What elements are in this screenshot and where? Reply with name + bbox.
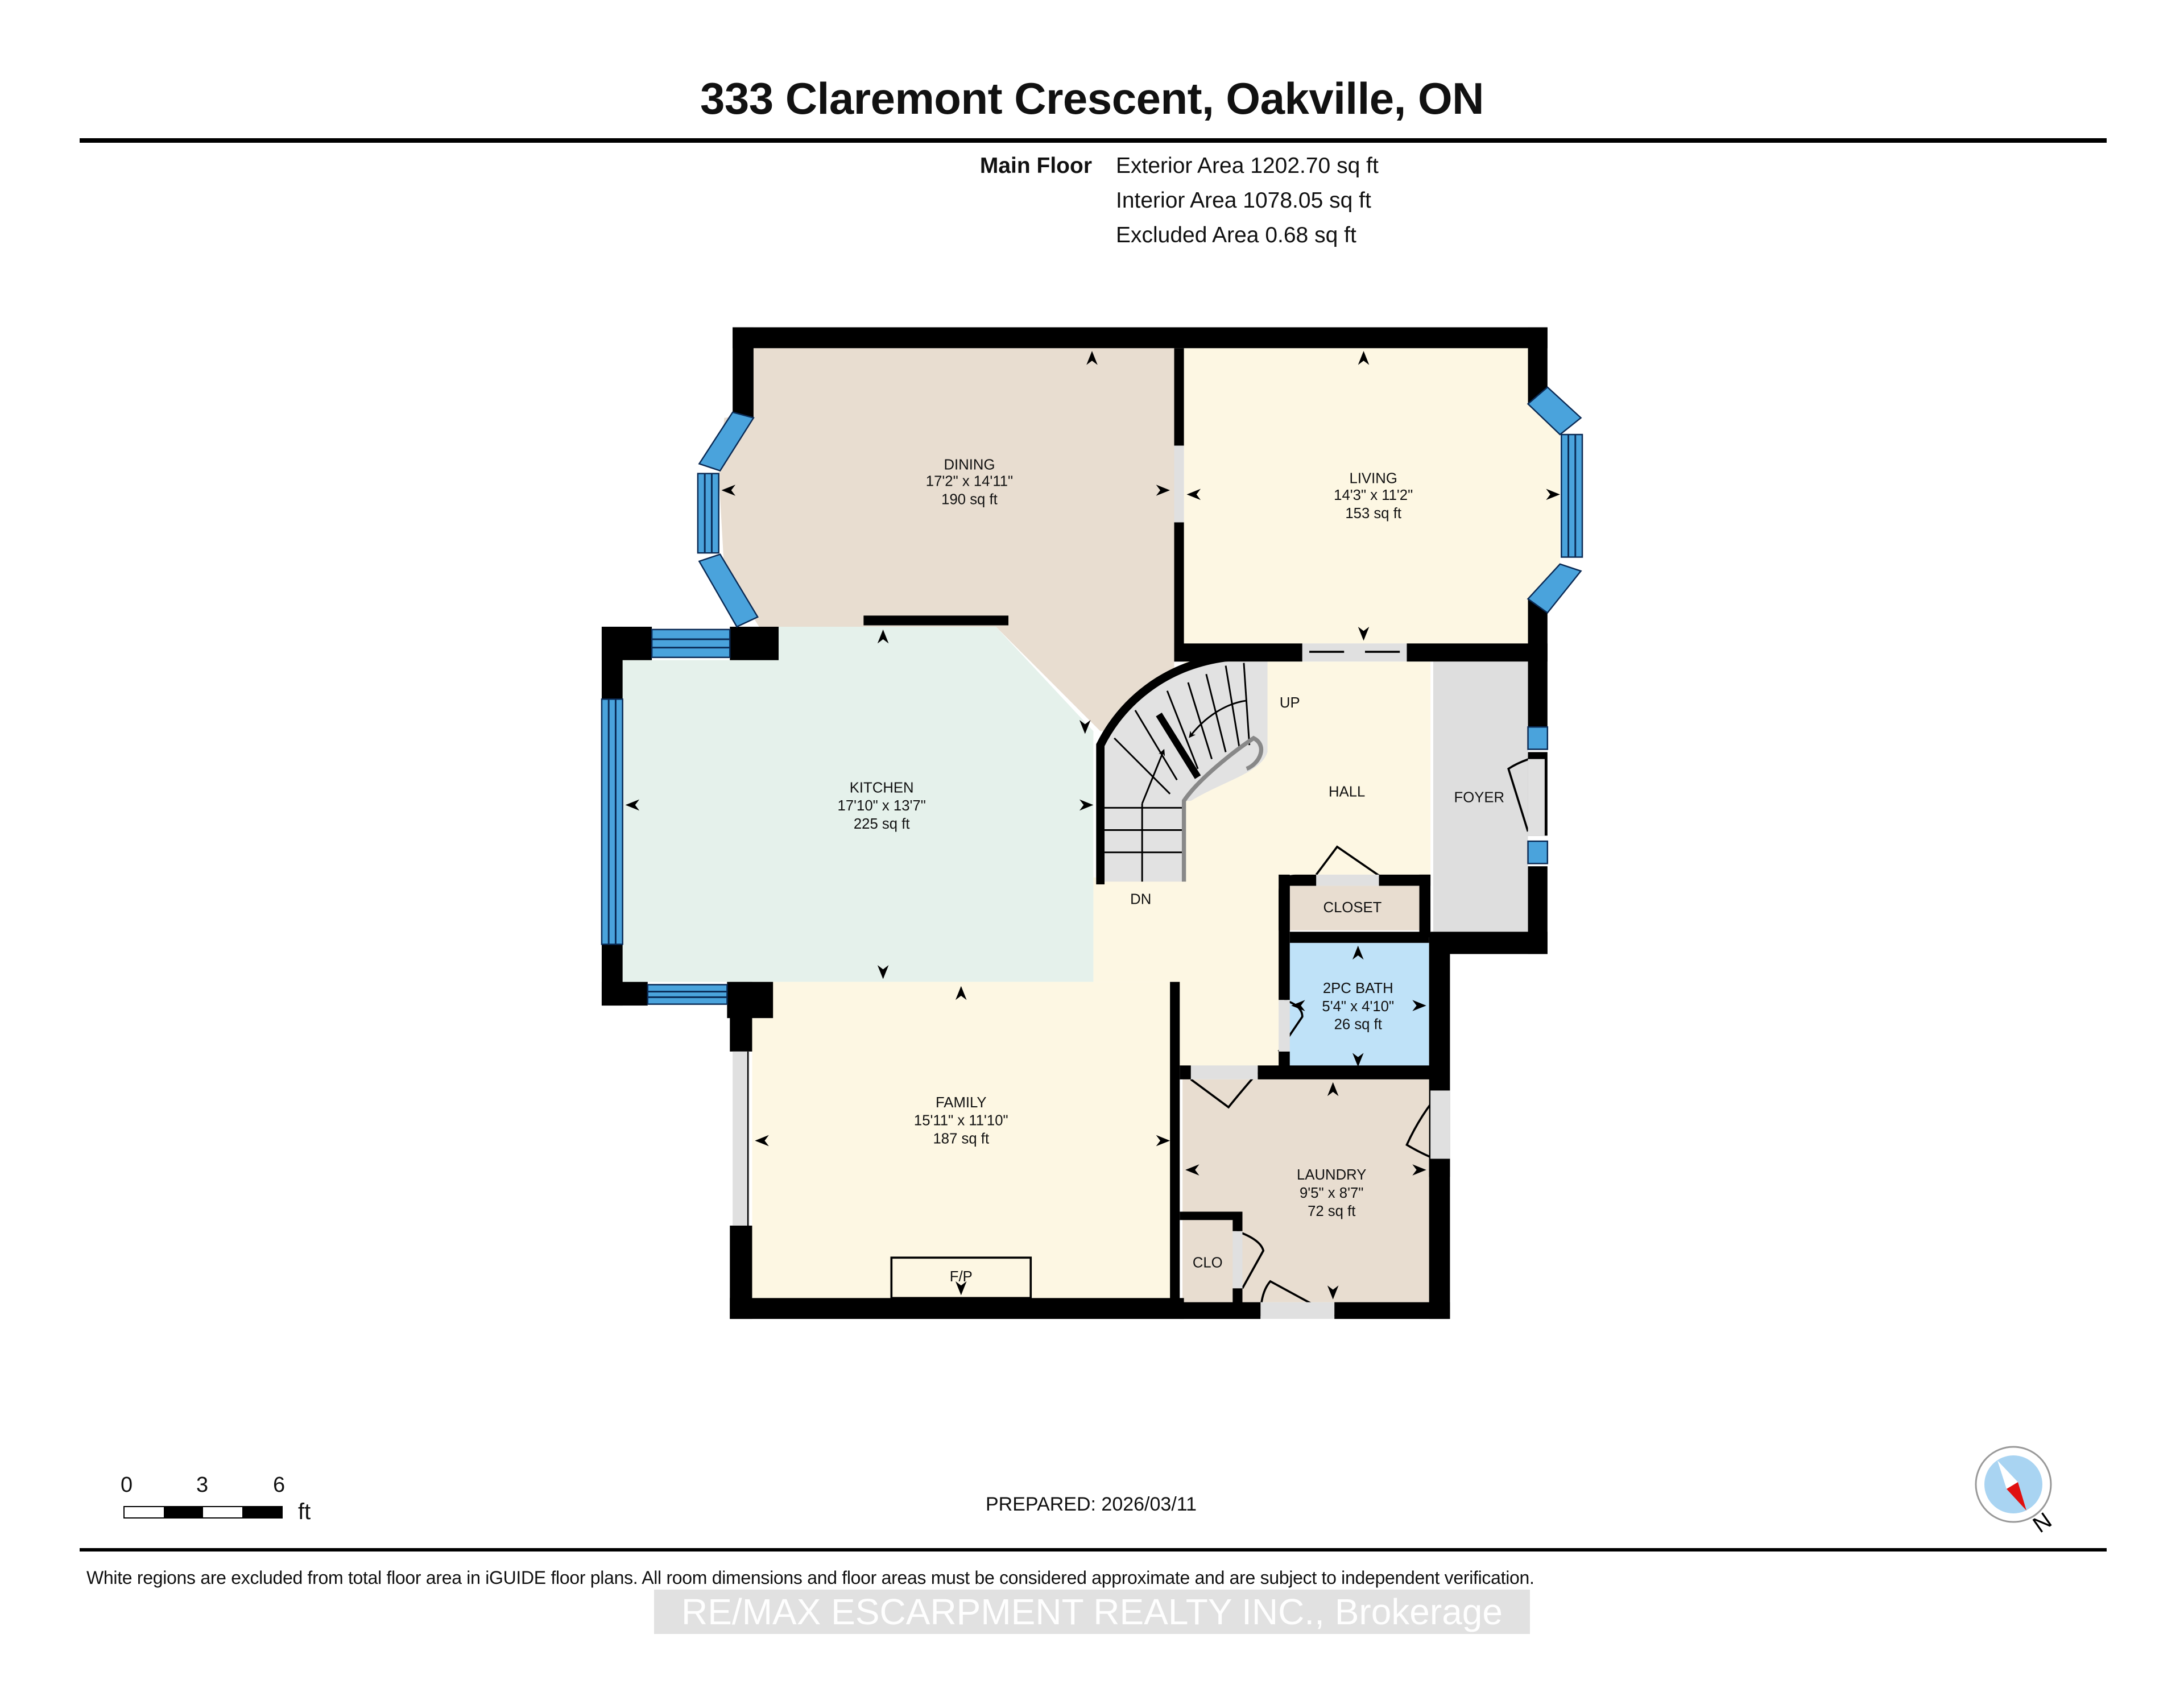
living-dims: 14'3" x 11'2"	[1334, 487, 1413, 503]
room-labels: DINING 17'2" x 14'11" 190 sq ft LIVING 1…	[838, 457, 1505, 1285]
kitchen-name: KITCHEN	[850, 780, 914, 796]
laundry-area: 72 sq ft	[1308, 1203, 1355, 1219]
stair-handrail	[1181, 735, 1264, 882]
scale-unit: ft	[298, 1499, 311, 1524]
window-mullions	[607, 435, 1577, 998]
title-divider	[80, 138, 2107, 143]
foyer-name: FOYER	[1454, 790, 1505, 806]
page-title: 333 Claremont Crescent, Oakville, ON	[700, 73, 1484, 123]
closet-name: CLOSET	[1323, 900, 1382, 916]
floor-label: Main Floor	[979, 154, 1092, 178]
living-area: 153 sq ft	[1345, 506, 1401, 522]
scale-bar: 0 3 6 ft	[121, 1473, 325, 1524]
fireplace-label: F/P	[950, 1269, 973, 1285]
family-name: FAMILY	[936, 1095, 987, 1111]
family-patio-door	[733, 1051, 750, 1226]
prepared-date: PREPARED: 2026/03/11	[986, 1493, 1197, 1515]
stair-treads	[1105, 663, 1251, 882]
bath-dims: 5'4" x 4'10"	[1322, 999, 1394, 1015]
laundry-name: LAUNDRY	[1297, 1167, 1366, 1183]
hall-floor	[1093, 661, 1431, 1070]
window-living-bay-lower	[1527, 563, 1582, 614]
closet-floor	[1289, 886, 1420, 930]
interior-area: Interior Area 1078.05 sq ft	[1116, 188, 1371, 213]
scale-bar-segments	[123, 1506, 283, 1519]
stairs-down-label: DN	[1130, 891, 1151, 907]
area-summary: Main Floor Exterior Area 1202.70 sq ft I…	[910, 154, 1649, 267]
excluded-area: Excluded Area 0.68 sq ft	[1116, 223, 1356, 247]
dining-floor	[718, 348, 1174, 731]
bath-area: 26 sq ft	[1334, 1017, 1382, 1033]
window-living-bay-center	[1561, 433, 1583, 558]
exterior-area: Exterior Area 1202.70 sq ft	[1116, 154, 1379, 178]
brokerage-watermark: RE/MAX ESCARPMENT REALTY INC., Brokerage	[654, 1590, 1530, 1634]
window-dining-bay-lower	[698, 553, 759, 628]
fireplace	[890, 1256, 1032, 1300]
dining-living-opening	[1174, 445, 1184, 523]
window-foyer-upper	[1527, 726, 1549, 750]
scale-tick-6: 6	[273, 1473, 286, 1497]
living-name: LIVING	[1350, 471, 1397, 487]
clo-floor	[1182, 1220, 1233, 1302]
kitchen-dims: 17'10" x 13'7"	[838, 798, 926, 814]
family-floor	[752, 982, 1173, 1298]
door-swings	[1190, 755, 1545, 1319]
foyer-door	[1507, 755, 1540, 832]
clo-name: CLO	[1193, 1255, 1223, 1271]
stairs	[1105, 661, 1268, 882]
dining-area: 190 sq ft	[941, 491, 998, 507]
window-kitchen-top	[651, 628, 731, 659]
bath-floor	[1288, 942, 1429, 1069]
disclaimer: White regions are excluded from total fl…	[86, 1567, 1534, 1588]
laundry-dims: 9'5" x 8'7"	[1300, 1185, 1363, 1201]
family-area: 187 sq ft	[933, 1131, 989, 1147]
footer-divider	[80, 1548, 2107, 1552]
kitchen-floor	[622, 626, 1094, 982]
scale-tick-0: 0	[121, 1473, 133, 1497]
foyer-floor	[1433, 661, 1528, 932]
stairs-up-label: UP	[1280, 695, 1300, 711]
room-fills	[622, 348, 1560, 1302]
kitchen-area: 225 sq ft	[854, 816, 910, 832]
living-floor	[1184, 348, 1560, 644]
dimension-markers	[625, 351, 1560, 1300]
compass-icon: N	[1975, 1446, 2056, 1538]
windows	[601, 386, 1583, 1005]
window-dining-bay-center	[697, 473, 719, 554]
stair-divider-wall	[1156, 713, 1201, 779]
window-foyer-lower	[1527, 840, 1549, 864]
scale-tick-3: 3	[196, 1473, 209, 1497]
walls	[601, 327, 1548, 1319]
dining-dims: 17'2" x 14'11"	[926, 474, 1013, 490]
window-kitchen-bottom	[647, 984, 728, 1005]
hall-name: HALL	[1329, 784, 1365, 800]
dining-name: DINING	[944, 457, 995, 473]
closet-door	[1315, 845, 1383, 879]
family-dims: 15'11" x 11'10"	[914, 1113, 1008, 1129]
window-living-bay-upper	[1527, 386, 1582, 436]
window-dining-bay-upper	[698, 411, 755, 472]
window-kitchen-left	[601, 698, 623, 945]
bath-name: 2PC BATH	[1323, 980, 1393, 996]
